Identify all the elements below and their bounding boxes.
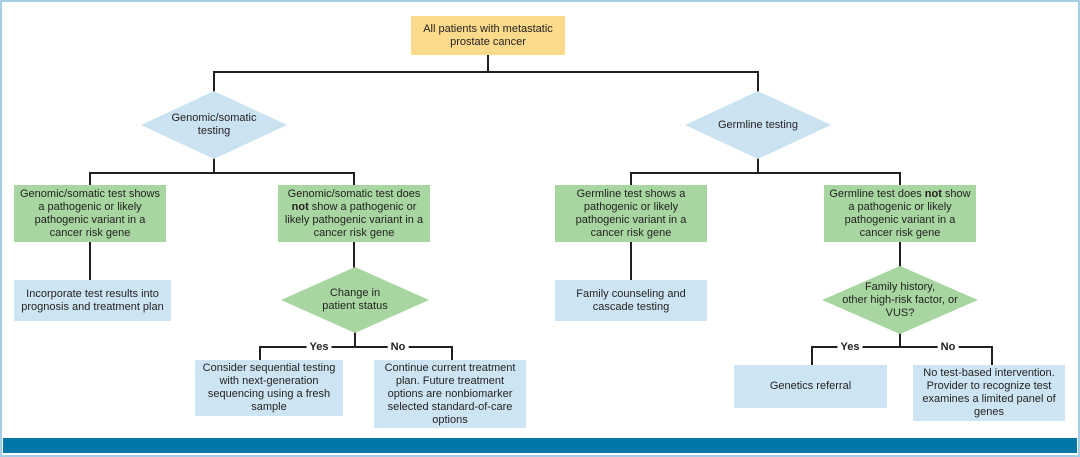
node-label: All patients with metastatic prostate ca… <box>423 22 553 48</box>
node-label: No test-based intervention. Provider to … <box>922 367 1056 418</box>
branch-label-yes-genomic: Yes <box>306 341 332 354</box>
decision-label: Germline testing <box>717 118 799 131</box>
node-continue-treatment: Continue current treatment plan. Future … <box>374 360 526 428</box>
node-label: Continue current treatment plan. Future … <box>384 361 516 426</box>
node-all-patients: All patients with metastatic prostate ca… <box>411 16 565 55</box>
node-label: Genetics referral <box>769 380 852 392</box>
node-genomic-test-positive: Genomic/somatic test shows a pathogenic … <box>14 185 166 242</box>
node-genetics-referral: Genetics referral <box>734 365 887 408</box>
node-label: Family counseling and cascade testing <box>576 287 686 313</box>
node-sequential-testing: Consider sequential testing with next-ge… <box>195 360 343 416</box>
node-label: Genomic/somatic test shows a pathogenic … <box>20 187 160 239</box>
node-label: Consider sequential testing with next-ge… <box>202 362 336 413</box>
branch-label-no-genomic: No <box>387 341 409 354</box>
node-incorporate-results: Incorporate test results into prognosis … <box>14 280 171 321</box>
node-genomic-test-negative: Genomic/somatic test does not show a pat… <box>278 185 430 242</box>
footer-accent-bar <box>3 438 1077 453</box>
node-label: Germline test shows a pathogenic or like… <box>575 187 687 239</box>
branch-label-yes-germline: Yes <box>837 341 863 354</box>
decision-label: Change in patient status <box>322 287 388 312</box>
node-germline-test-positive: Germline test shows a pathogenic or like… <box>555 185 707 242</box>
branch-label-no-germline: No <box>937 341 959 354</box>
node-label: Germline test does not show a pathogenic… <box>829 187 971 239</box>
node-germline-test-negative: Germline test does not show a pathogenic… <box>824 185 976 242</box>
node-family-counseling: Family counseling and cascade testing <box>555 280 707 321</box>
decision-label: Genomic/somatic testing <box>171 112 257 137</box>
decision-label: Family history, other high-risk factor, … <box>842 280 958 319</box>
node-no-test-based-intervention: No test-based intervention. Provider to … <box>913 365 1065 421</box>
node-label: Incorporate test results into prognosis … <box>21 287 164 313</box>
node-label: Genomic/somatic test does not show a pat… <box>284 187 424 239</box>
